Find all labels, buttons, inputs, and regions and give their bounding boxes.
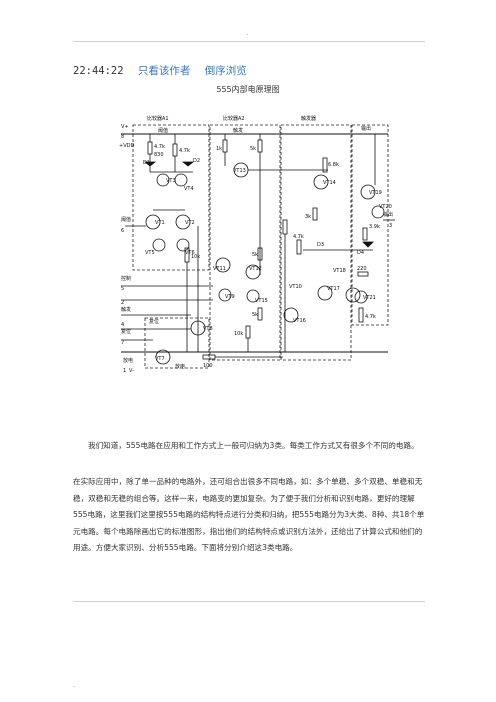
d1-label: D1 [143,160,150,166]
d3-label: D3 [317,242,324,248]
r-4-7k-a: 4.7k [154,144,165,150]
output-block-label: 输出 [361,125,371,132]
reset-inner-label: 复位 [149,318,159,325]
vt16-label: VT16 [293,318,306,324]
pin1-label: 1 [123,368,126,374]
vdd-label: +VDD [119,143,134,149]
circuit-diagram-555: V+ 8 +VDD 比较器A1 比较器A2 触发器 输出 阈值 触发 阈值 6 … [113,100,403,385]
vt4-label: VT4 [184,186,194,192]
threshold-pin-label: 阈值 [121,216,131,223]
vt18-label: VT18 [333,268,346,274]
r-220: 220 [357,266,367,272]
r-4-7k-b: 4.7k [179,148,190,154]
r-5k-a: 5k [250,146,256,152]
threshold-block-label: 阈值 [158,127,168,134]
comparator-a2-label: 比较器A2 [223,115,245,122]
post-time: 22:44:22 [73,65,124,77]
vt12-label: VT12 [249,266,262,272]
vt2-label: VT2 [185,220,195,226]
bottom-dot: . [73,680,76,689]
vt3-label: VT3 [166,178,176,184]
discharge-label: 放电 [123,357,133,364]
r-10k: 10k [191,254,200,260]
r-830: 830 [154,152,164,158]
r-4-7k-d: 4.7k [365,314,376,320]
vt1-label: VT1 [155,220,165,226]
vt21-label: VT21 [363,295,376,301]
top-dot: . [246,28,249,37]
pin3-label: 3 [389,223,392,229]
reverse-order-link[interactable]: 倒序浏览 [204,65,247,77]
view-author-only-link[interactable]: 只看该作者 [137,65,191,77]
r-6-8k: 6.8k [328,162,339,168]
pin5-label: 5 [121,286,124,292]
control-label: 控制 [121,275,131,282]
discharge-inner-label: 放电 [175,363,185,370]
top-divider [73,41,425,42]
r-3k: 3k [305,214,311,220]
vt19-label: VT19 [369,190,382,196]
r-10k-b: 10k [234,331,243,337]
vt13-label: VT13 [233,168,246,174]
bottom-divider [73,601,425,602]
vt7-label: VT7 [155,356,165,362]
vt20-label: VT20 [379,204,392,210]
r-100: 100 [203,363,213,369]
vminus-label: V- [129,368,134,374]
d2-label: D2 [193,158,200,164]
vt10-label: VT10 [289,284,302,290]
comparator-a1-label: 比较器A1 [147,115,169,122]
vt8-label: VT8 [203,326,213,332]
trigger-pin-label: 触发 [121,306,131,313]
pin8-label: 8 [121,134,124,140]
vt17-label: VT17 [327,286,340,292]
d4-label: D4 [357,250,364,256]
vt14-label: VT14 [323,180,336,186]
intro-paragraph: 我们知道，555电路在应用和工作方式上一般可归纳为3类。每类工作方式又有很多个不… [88,441,419,450]
vt6-label: VT6 [185,250,195,256]
vt9-label: VT9 [225,294,235,300]
output-label: 输出 [383,211,393,218]
reset-label: 复位 [121,328,131,335]
r-4-7k-c: 4.7k [293,234,304,240]
trigger-sub-label: 触发 [233,127,243,134]
r-5k-b: 5k [252,252,258,258]
pin4-label: 4 [121,322,124,328]
pin2-label: 2 [121,300,124,306]
r-1k: 1k [216,146,222,152]
pin6-label: 6 [121,228,124,234]
trigger-block-label: 触发器 [301,115,316,122]
vt5-label: VT5 [145,250,155,256]
body-paragraph: 在实际应用中，除了单一品种的电路外，还可组合出很多不同电路，如：多个单稳、多个双… [73,477,425,553]
vt15-label: VT15 [255,298,268,304]
vplus-label: V+ [121,124,129,130]
post-meta-bar: 22:44:22 只看该作者 倒序浏览 [73,63,247,78]
pin7-label: 7 [121,340,124,346]
figure-title: 555内部电原理图 [216,85,280,94]
r-5k-c: 5k [252,312,258,318]
r-3-9k: 3.9k [369,224,380,230]
vt11-label: VT11 [213,266,226,272]
